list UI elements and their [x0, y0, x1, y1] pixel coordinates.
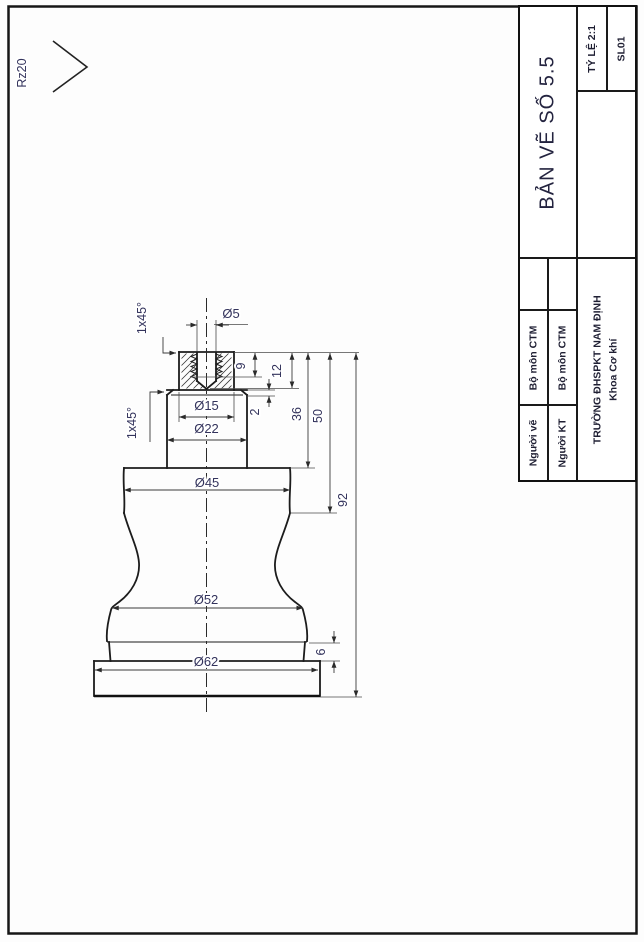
title-block-scale-cell: TỶ LỆ 2:1	[577, 6, 607, 91]
faculty-name: Khoa Cơ khí	[607, 338, 620, 401]
title-block-quantity-cell: SL01	[607, 6, 636, 91]
dimension-dia5: Ø5	[222, 306, 239, 321]
dimension-texts: Ø5 Ø15 Ø22 Ø45 Ø52 Ø62 9 12 2 36 50 92 6…	[13, 56, 352, 671]
dimension-height6: 6	[314, 648, 328, 655]
title-block-blank-1	[519, 258, 548, 310]
drawn-by-label: Người vẽ	[527, 419, 540, 467]
dimension-dia62: Ø62	[194, 654, 219, 669]
title-block-drawing-title-cell: BẢN VẼ SỐ 5.5	[519, 6, 577, 258]
school-name: TRƯỜNG ĐHSPKT NAM ĐỊNH	[591, 295, 604, 444]
title-block-empty-cell	[577, 91, 636, 258]
dimension-dia45: Ø45	[195, 475, 220, 490]
chamfer-note-mid: 1x45°	[125, 407, 139, 439]
dimension-len50: 50	[311, 409, 325, 423]
dimension-len36: 36	[290, 407, 304, 421]
title-block-blank-2	[548, 258, 577, 310]
title-block-dept-cell-1: Bộ môn CTM	[519, 310, 548, 405]
checked-by-label: Người KT	[556, 418, 569, 468]
surface-roughness-symbol	[52, 40, 89, 93]
title-block-school-cell: TRƯỜNG ĐHSPKT NAM ĐỊNH Khoa Cơ khí	[577, 258, 636, 481]
title-block-dept-cell-2: Bộ môn CTM	[548, 310, 577, 405]
thread-lines	[189, 353, 224, 380]
dimension-dia22: Ø22	[194, 421, 219, 436]
dimension-dia52: Ø52	[194, 592, 219, 607]
dept-label-2: Bộ môn CTM	[556, 325, 569, 390]
scale-label: TỶ LỆ 2:1	[586, 24, 599, 73]
dimension-lines	[95, 322, 359, 697]
part-outline	[93, 351, 321, 698]
dept-label-1: Bộ môn CTM	[527, 325, 540, 390]
surface-roughness-note: Rz20	[15, 58, 29, 87]
dimension-depth12: 12	[270, 364, 284, 378]
drawing-title: BẢN VẼ SỐ 5.5	[536, 54, 559, 210]
dimension-step2: 2	[248, 408, 262, 415]
chamfer-note-top: 1x45°	[135, 302, 149, 334]
dimension-total92: 92	[336, 493, 350, 507]
quantity-label: SL01	[615, 35, 628, 62]
title-block-drawn-by-cell: Người vẽ	[519, 405, 548, 481]
dimension-dia15: Ø15	[194, 398, 219, 413]
title-block-checked-by-cell: Người KT	[548, 405, 577, 481]
dimension-depth9: 9	[234, 362, 248, 369]
